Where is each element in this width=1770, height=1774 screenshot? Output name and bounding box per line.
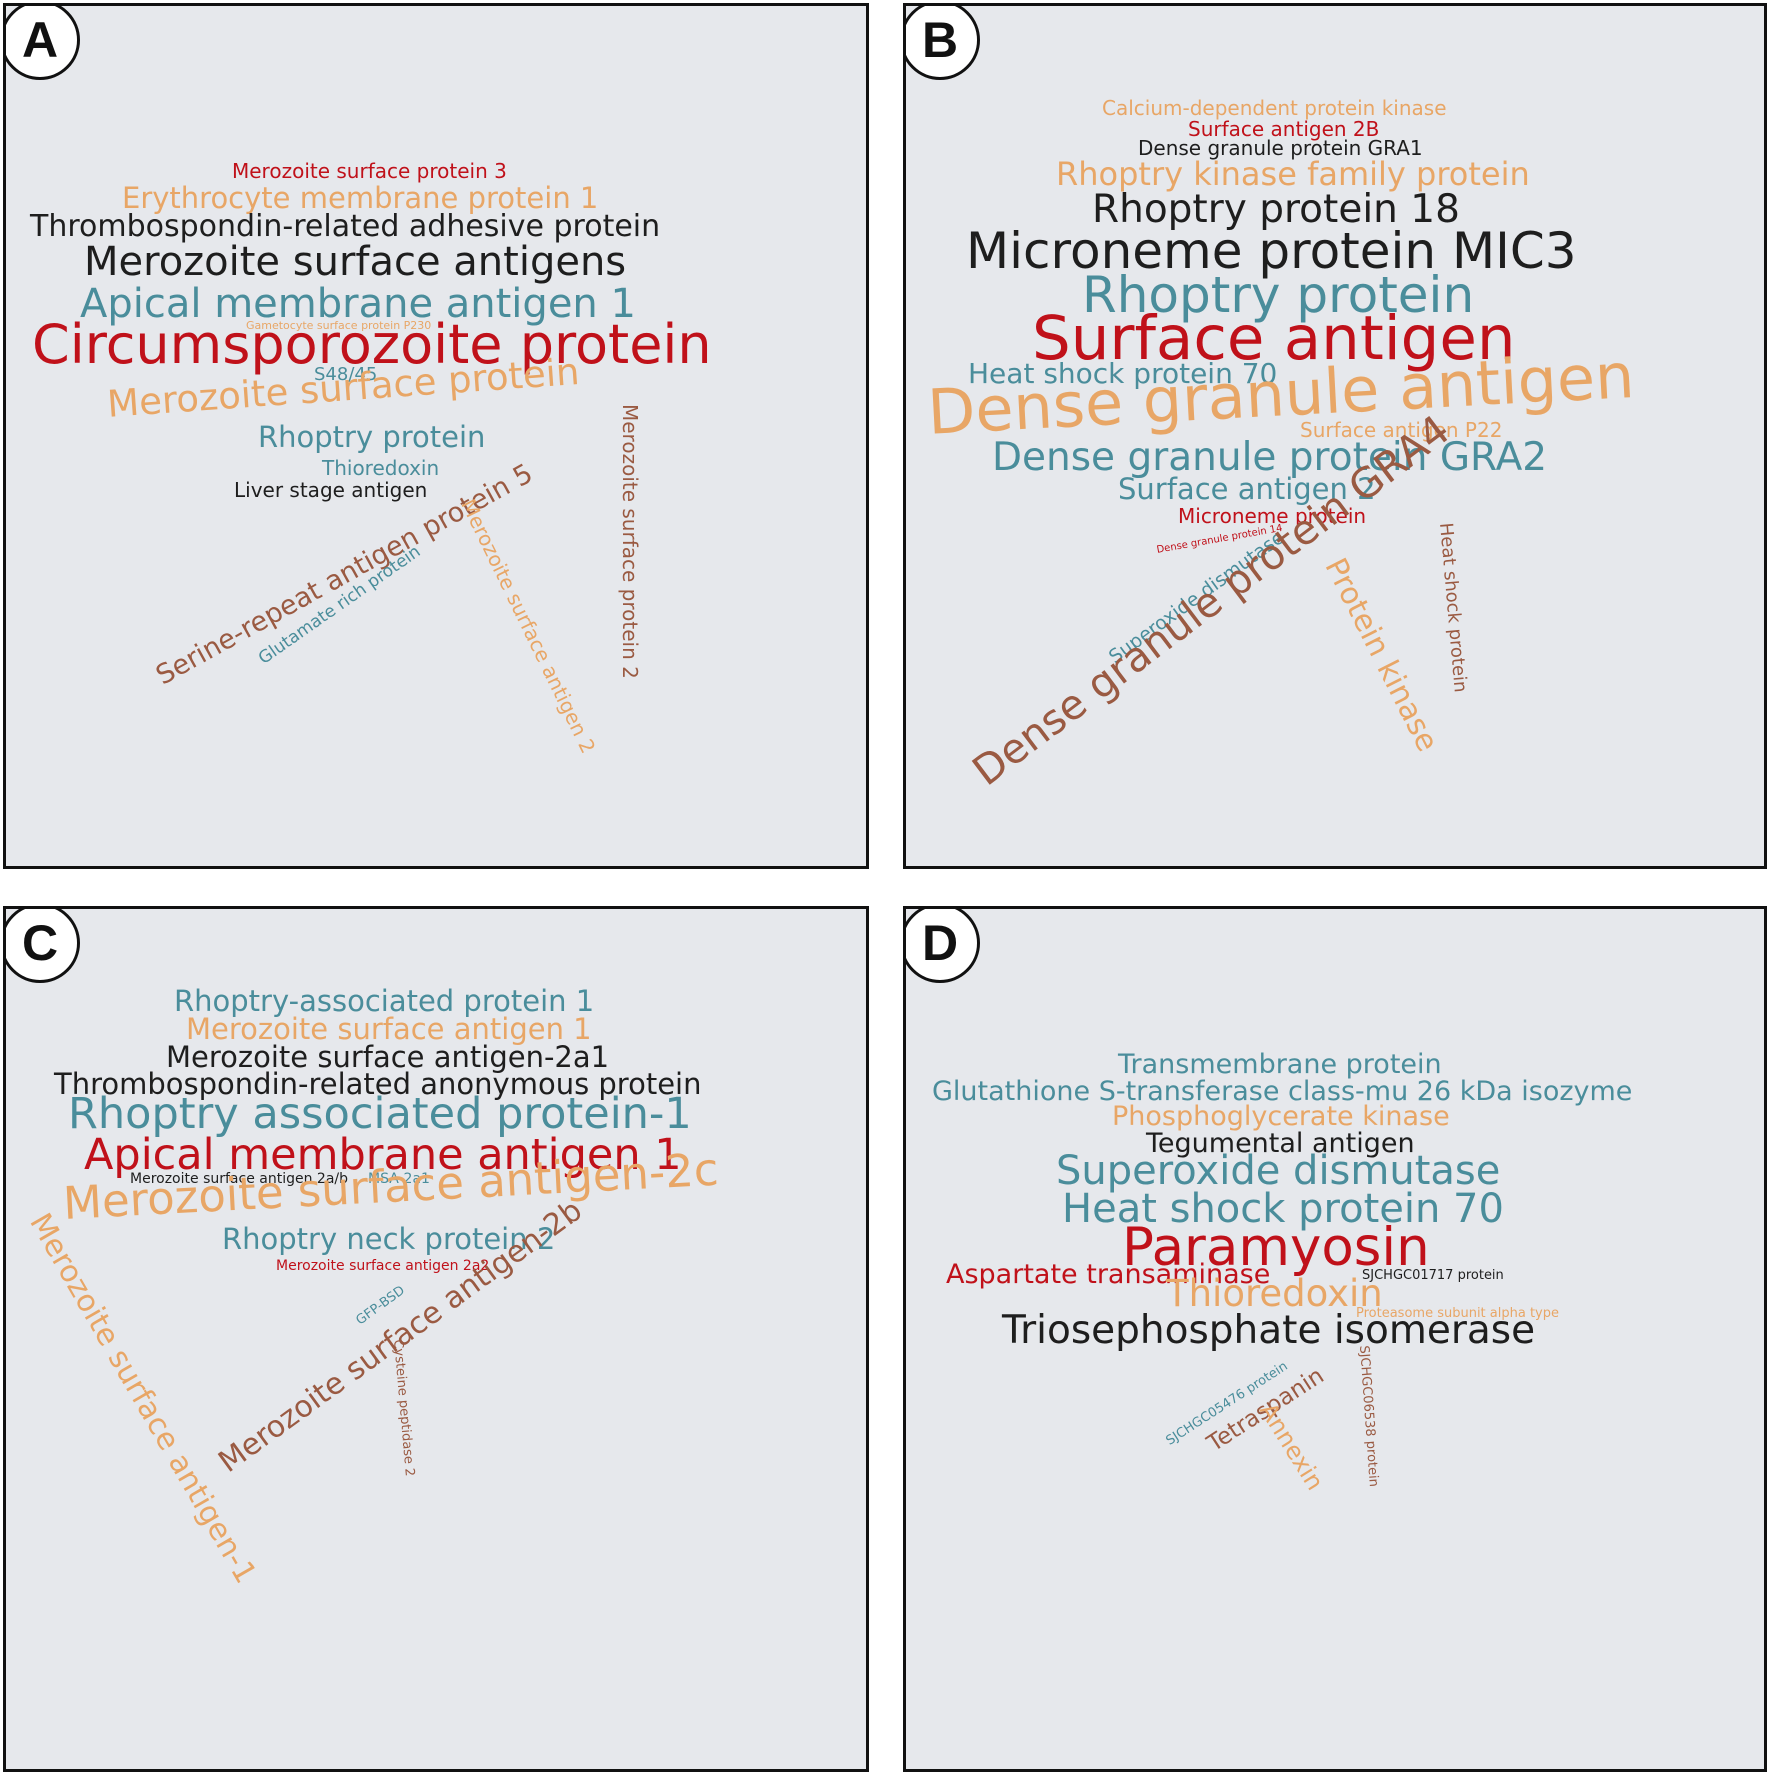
word: MSA-2a1 [368,1171,430,1187]
word: Calcium-dependent protein kinase [1102,96,1447,120]
word: Microneme protein [1178,504,1367,528]
word: Surface antigen 2B [1188,117,1380,141]
word: Merozoite surface antigens [84,239,627,285]
word: SJCHGC01717 protein [1362,1268,1504,1283]
word: Aspartate transaminase [946,1259,1271,1290]
word: Apical membrane antigen 1 [84,1130,682,1180]
word: Merozoite surface antigen 1 [186,1012,592,1046]
word: Microneme protein MIC3 [966,222,1577,280]
word: Tegumental antigen [1146,1128,1415,1159]
word: Thioredoxin [1166,1272,1383,1315]
word: Merozoite surface antigen 2a2 [276,1258,490,1274]
word: Thioredoxin [322,456,440,480]
word: Rhoptry protein [258,420,486,454]
word: Thrombospondin-related adhesive protein [30,209,661,244]
word: Rhoptry-associated protein 1 [174,984,595,1018]
panel-label-a: A [6,6,80,80]
word: Merozoite surface protein 2 [618,404,642,679]
word: Heat shock protein 70 [1062,1186,1504,1232]
word-cloud-panel-c: Rhoptry-associated protein 1 Merozoite s… [3,906,869,1772]
word: Erythrocyte membrane protein 1 [122,181,599,215]
word: Protein kinase [1317,552,1445,758]
word: Paramyosin [1122,1217,1430,1278]
word: Merozoite surface antigen 2 [456,495,601,758]
panel-label-c: C [6,909,80,983]
word: Dense granule protein GRA1 [1138,136,1423,160]
word: Cysteine peptidase 2 [390,1338,417,1477]
word: Merozoite surface antigen-1 [22,1207,264,1590]
word-cloud-panel-b: Calcium-dependent protein kinase Surface… [903,3,1767,869]
word: Phosphoglycerate kinase [1112,1101,1450,1132]
word: Glutathione S-transferase class-mu 26 kD… [932,1076,1633,1107]
word: Rhoptry neck protein 2 [222,1222,556,1256]
word-cloud-panel-d: Transmembrane protein Glutathione S-tran… [903,906,1767,1772]
word: Liver stage antigen [234,478,428,502]
word: Dense granule protein GRA2 [992,435,1548,480]
word: Circumsporozoite protein [32,313,712,376]
word: Apical membrane antigen 1 [80,281,636,327]
word: Rhoptry kinase family protein [1056,155,1530,193]
word: Superoxide dismutase [1056,1148,1501,1194]
word: Merozoite surface antigen 2a/b [130,1171,348,1187]
word: Rhoptry protein [1082,266,1475,324]
word: Rhoptry protein 18 [1092,187,1460,232]
word: Merozoite surface antigen-2a1 [166,1040,610,1074]
panel-label-b: B [906,6,980,80]
panel-label-d: D [906,909,980,983]
word: Rhoptry associated protein-1 [68,1089,692,1139]
word: Surface antigen 2 [1118,472,1376,506]
word: Surface antigen [1032,303,1516,374]
word-cloud-panel-a: Merozoite surface protein 3 Erythrocyte … [3,3,869,869]
word: Thrombospondin-related anonymous protein [54,1067,702,1101]
word: Triosephosphate isomerase [1002,1308,1536,1353]
word: Heat shock protein 70 [968,357,1278,390]
word: Merozoite surface protein 3 [232,159,507,183]
word: S48/45 [314,364,378,385]
word: Surface antigen P22 [1300,418,1503,442]
word: Annexin [1253,1397,1330,1496]
word: Gametocyte surface protein P230 [246,319,432,332]
word: SJCHGC06538 protein [1356,1344,1381,1488]
word: Proteasome subunit alpha type [1356,1306,1559,1321]
word: Heat shock protein [1435,521,1471,694]
word: Transmembrane protein [1118,1049,1442,1080]
